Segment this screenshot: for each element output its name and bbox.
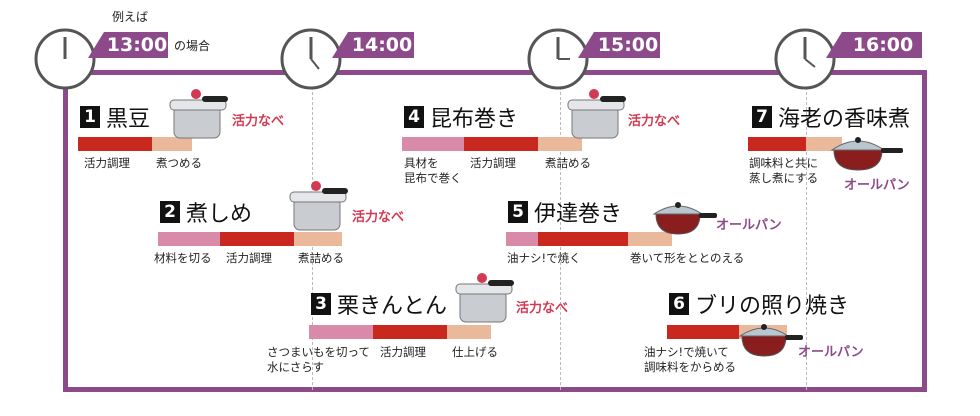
case-note: の場合 [174, 39, 211, 53]
recipe-title: 黒豆 [106, 107, 151, 132]
recipe-title: 海老の香味煮 [778, 107, 911, 132]
pressure-cooker-icon [289, 181, 348, 231]
pressure-cooker-icon [169, 89, 228, 139]
step-label: 煮つめる [156, 156, 202, 170]
step-bar [158, 232, 220, 246]
step-label: さつまいもを切って [267, 345, 370, 359]
time-tag-1500: 15:00 [578, 32, 660, 58]
recipe-number: 4 [404, 106, 424, 128]
step-bar [152, 137, 192, 151]
step-label: 仕上げる [452, 345, 498, 359]
time-tag-1300: 13:00 [88, 32, 168, 58]
recipe-title: 伊達巻き [534, 202, 623, 227]
step-bar [78, 137, 152, 151]
step-bar [538, 137, 582, 151]
step-bar [538, 232, 628, 246]
recipe-title: 昆布巻き [430, 107, 519, 132]
clock-icon [280, 28, 342, 90]
brand-label: オールパン [716, 218, 782, 233]
time-tag-1600: 16:00 [826, 32, 922, 58]
step-bar [628, 232, 672, 246]
step-label: 調味料をからめる [644, 360, 736, 374]
brand-label: 活力なべ [628, 114, 681, 129]
step-bar [506, 232, 538, 246]
step-label: 昆布で巻く [404, 171, 462, 185]
step-label: 活力調理 [226, 251, 272, 265]
clock-icon [527, 28, 589, 90]
frying-pan-icon [738, 324, 803, 357]
step-label: 活力調理 [470, 156, 516, 170]
recipe-title: ブリの照り焼き [695, 294, 850, 319]
brand-label: 活力なべ [516, 301, 569, 316]
step-bar [294, 232, 342, 246]
clock-icon [774, 28, 836, 90]
time-guide-15 [560, 72, 561, 390]
brand-label: オールパン [844, 178, 910, 193]
recipe-number: 7 [752, 106, 772, 128]
timeline-frame [63, 70, 927, 392]
recipe-number: 1 [80, 106, 100, 128]
step-bar [806, 137, 842, 151]
step-label: 蒸し煮にする [749, 171, 819, 185]
step-label: 調味料と共に [749, 156, 818, 170]
step-label: 材料を切る [154, 251, 212, 265]
recipe-title: 煮しめ [186, 202, 253, 227]
step-bar [667, 325, 739, 339]
pressure-cooker-icon [455, 273, 514, 323]
step-bar [748, 137, 806, 151]
step-label: 煮詰める [298, 251, 344, 265]
recipe-number: 2 [160, 201, 180, 223]
step-label: 煮詰める [545, 156, 591, 170]
step-bar [447, 325, 491, 339]
step-label: 活力調理 [380, 345, 426, 359]
step-bar [220, 232, 294, 246]
step-bar [373, 325, 447, 339]
time-tag-1400: 14:00 [332, 32, 414, 58]
step-label: 巻いて形をととのえる [630, 251, 745, 265]
step-bar [309, 325, 373, 339]
step-label: 活力調理 [84, 156, 130, 170]
step-bar [464, 137, 538, 151]
brand-label: 活力なべ [232, 114, 285, 129]
step-label: 油ナシ!で焼く [507, 251, 581, 265]
step-label: 具材を [404, 156, 439, 170]
recipe-title: 栗きんとん [337, 294, 448, 319]
step-label: 水にさらす [267, 360, 325, 374]
brand-label: 活力なべ [352, 210, 405, 225]
time-guide-16 [806, 72, 807, 390]
step-label: 油ナシ!で焼いて [644, 345, 729, 359]
example-note: 例えば [112, 10, 149, 24]
brand-label: オールパン [798, 345, 864, 360]
pressure-cooker-icon [567, 89, 626, 139]
frying-pan-icon [830, 137, 903, 171]
frying-pan-icon [652, 202, 717, 235]
clock-icon [34, 28, 96, 90]
recipe-number: 6 [669, 293, 689, 315]
time-guide-14 [312, 72, 313, 390]
recipe-number: 3 [311, 293, 331, 315]
step-bar [402, 137, 464, 151]
recipe-number: 5 [508, 201, 528, 223]
